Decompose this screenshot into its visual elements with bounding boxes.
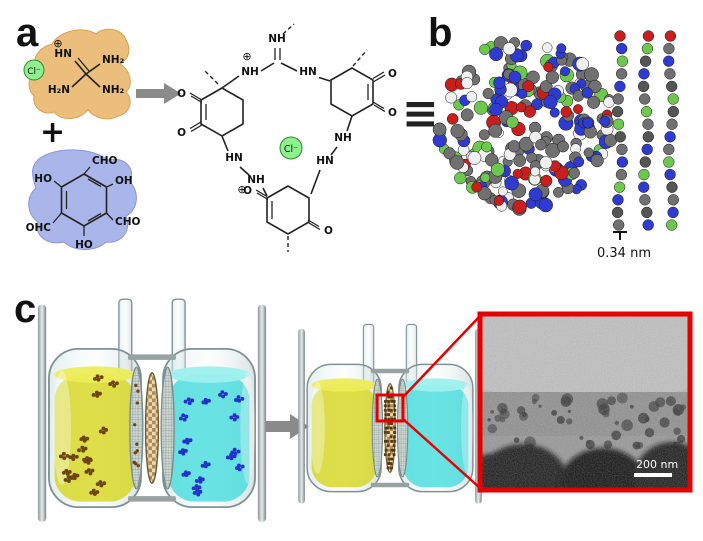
plus-sign: +	[40, 115, 65, 150]
plus-charge-icon: ⊕	[237, 183, 246, 196]
sem-scale-bar: 200 nm	[634, 458, 678, 477]
layer-stack-side-view	[611, 30, 679, 231]
phenol-label: HO	[34, 173, 52, 185]
panel-b: b 0.34 nm	[428, 11, 679, 261]
callout-line	[402, 418, 481, 489]
sem-scale-label: 200 nm	[636, 458, 678, 471]
membrane-highlight-box	[375, 393, 405, 423]
chloride-circle	[23, 59, 45, 81]
chloride-label: Cl⁻	[284, 144, 298, 155]
network-nh-label: NH	[268, 33, 286, 45]
diffusing-particles	[58, 374, 245, 497]
panel-b-label: b	[428, 11, 452, 55]
plus-charge-icon: ⊕	[242, 50, 251, 63]
phenol-label: CHO	[92, 155, 117, 167]
network-nh-label: NH	[334, 132, 352, 144]
sem-image: 200 nm	[477, 311, 693, 493]
molecular-cluster-top-view	[432, 36, 617, 216]
layer-spacing-annotation: 0.34 nm	[597, 231, 651, 261]
sem-border	[477, 311, 693, 493]
network-o-label: O	[177, 88, 186, 100]
reaction-arrow	[136, 83, 181, 104]
amine-label: NH₂	[102, 54, 125, 66]
amine-label: HN	[54, 48, 72, 60]
amine-blob-shape	[28, 28, 131, 120]
network-o-label: O	[243, 185, 252, 197]
chloride-circle	[279, 136, 303, 160]
plus-charge-icon: ⊕	[53, 37, 62, 50]
panel-a: a HN NH₂ NH₂ H₂N ⊕ Cl⁻ +	[16, 11, 397, 252]
amine-label: H₂N	[48, 84, 70, 96]
panel-c-label: c	[14, 287, 36, 331]
network-o-label: O	[324, 225, 333, 237]
amine-label: NH₂	[102, 84, 125, 96]
layer-spacing-label: 0.34 nm	[597, 246, 651, 261]
panel-a-label: a	[16, 11, 39, 55]
network-hn-label: HN	[225, 152, 243, 164]
phenol-label: HO	[75, 239, 93, 251]
network-o-label: O	[177, 127, 186, 139]
phenol-blob-shape	[28, 149, 137, 250]
panel-c: c	[14, 287, 693, 523]
phenol-label: CHO	[115, 216, 140, 228]
triformylphloroglucinol-molecule: HO CHO OH CHO OHC HO	[26, 149, 140, 251]
network-nh-label: NH	[241, 66, 259, 78]
diffusion-cell-after	[297, 323, 483, 505]
callout-line	[402, 315, 481, 398]
network-o-label: O	[388, 68, 397, 80]
phenol-label: OH	[115, 175, 133, 187]
aminoguanidinium-molecule: HN NH₂ NH₂ H₂N ⊕	[28, 28, 131, 120]
network-nh-label: NH	[247, 174, 265, 186]
membrane-captured-particles	[383, 386, 397, 470]
network-o-label: O	[388, 107, 397, 119]
chloride-ion: Cl⁻	[279, 136, 303, 160]
polymer-network-structure: O O O O O O NH ⊕ NH HN	[177, 23, 397, 252]
diffusion-cell-before	[36, 298, 268, 523]
chloride-ion: Cl⁻	[23, 59, 45, 81]
chloride-label: Cl⁻	[27, 67, 41, 77]
equivalence-symbol: ≡	[402, 88, 439, 139]
phenol-label: OHC	[26, 222, 52, 234]
network-hn-label: HN	[316, 155, 334, 167]
network-hn-label: HN	[299, 66, 317, 78]
